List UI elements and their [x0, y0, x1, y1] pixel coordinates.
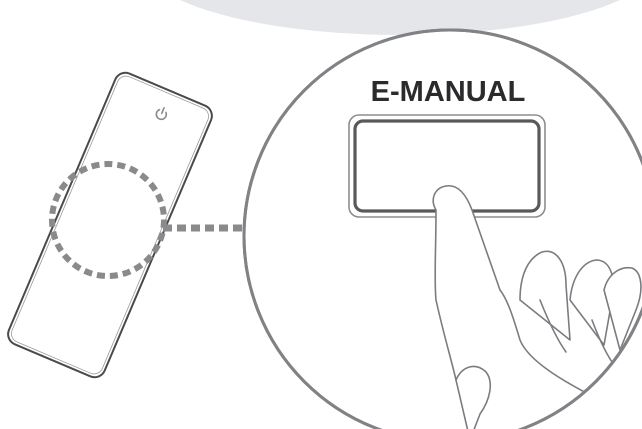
hand-finger-middle: [519, 250, 571, 341]
remote-control: [7, 71, 213, 379]
hand-thumb: [455, 365, 492, 429]
hand-knuckle-line-2: [591, 319, 613, 363]
power-icon: [155, 107, 168, 121]
remote-highlight-dashed-circle: [49, 161, 167, 279]
hand-finger-pinky: [603, 266, 642, 351]
hand-knuckle-line: [539, 299, 567, 353]
zoom-circle-outline: [242, 28, 642, 429]
zoom-content: E-MANUAL: [348, 76, 642, 429]
e-manual-label: E-MANUAL: [371, 76, 526, 108]
top-banner-shape: [180, 0, 620, 35]
remote-body-inner: [11, 75, 209, 375]
hand-pointer: [432, 185, 642, 429]
